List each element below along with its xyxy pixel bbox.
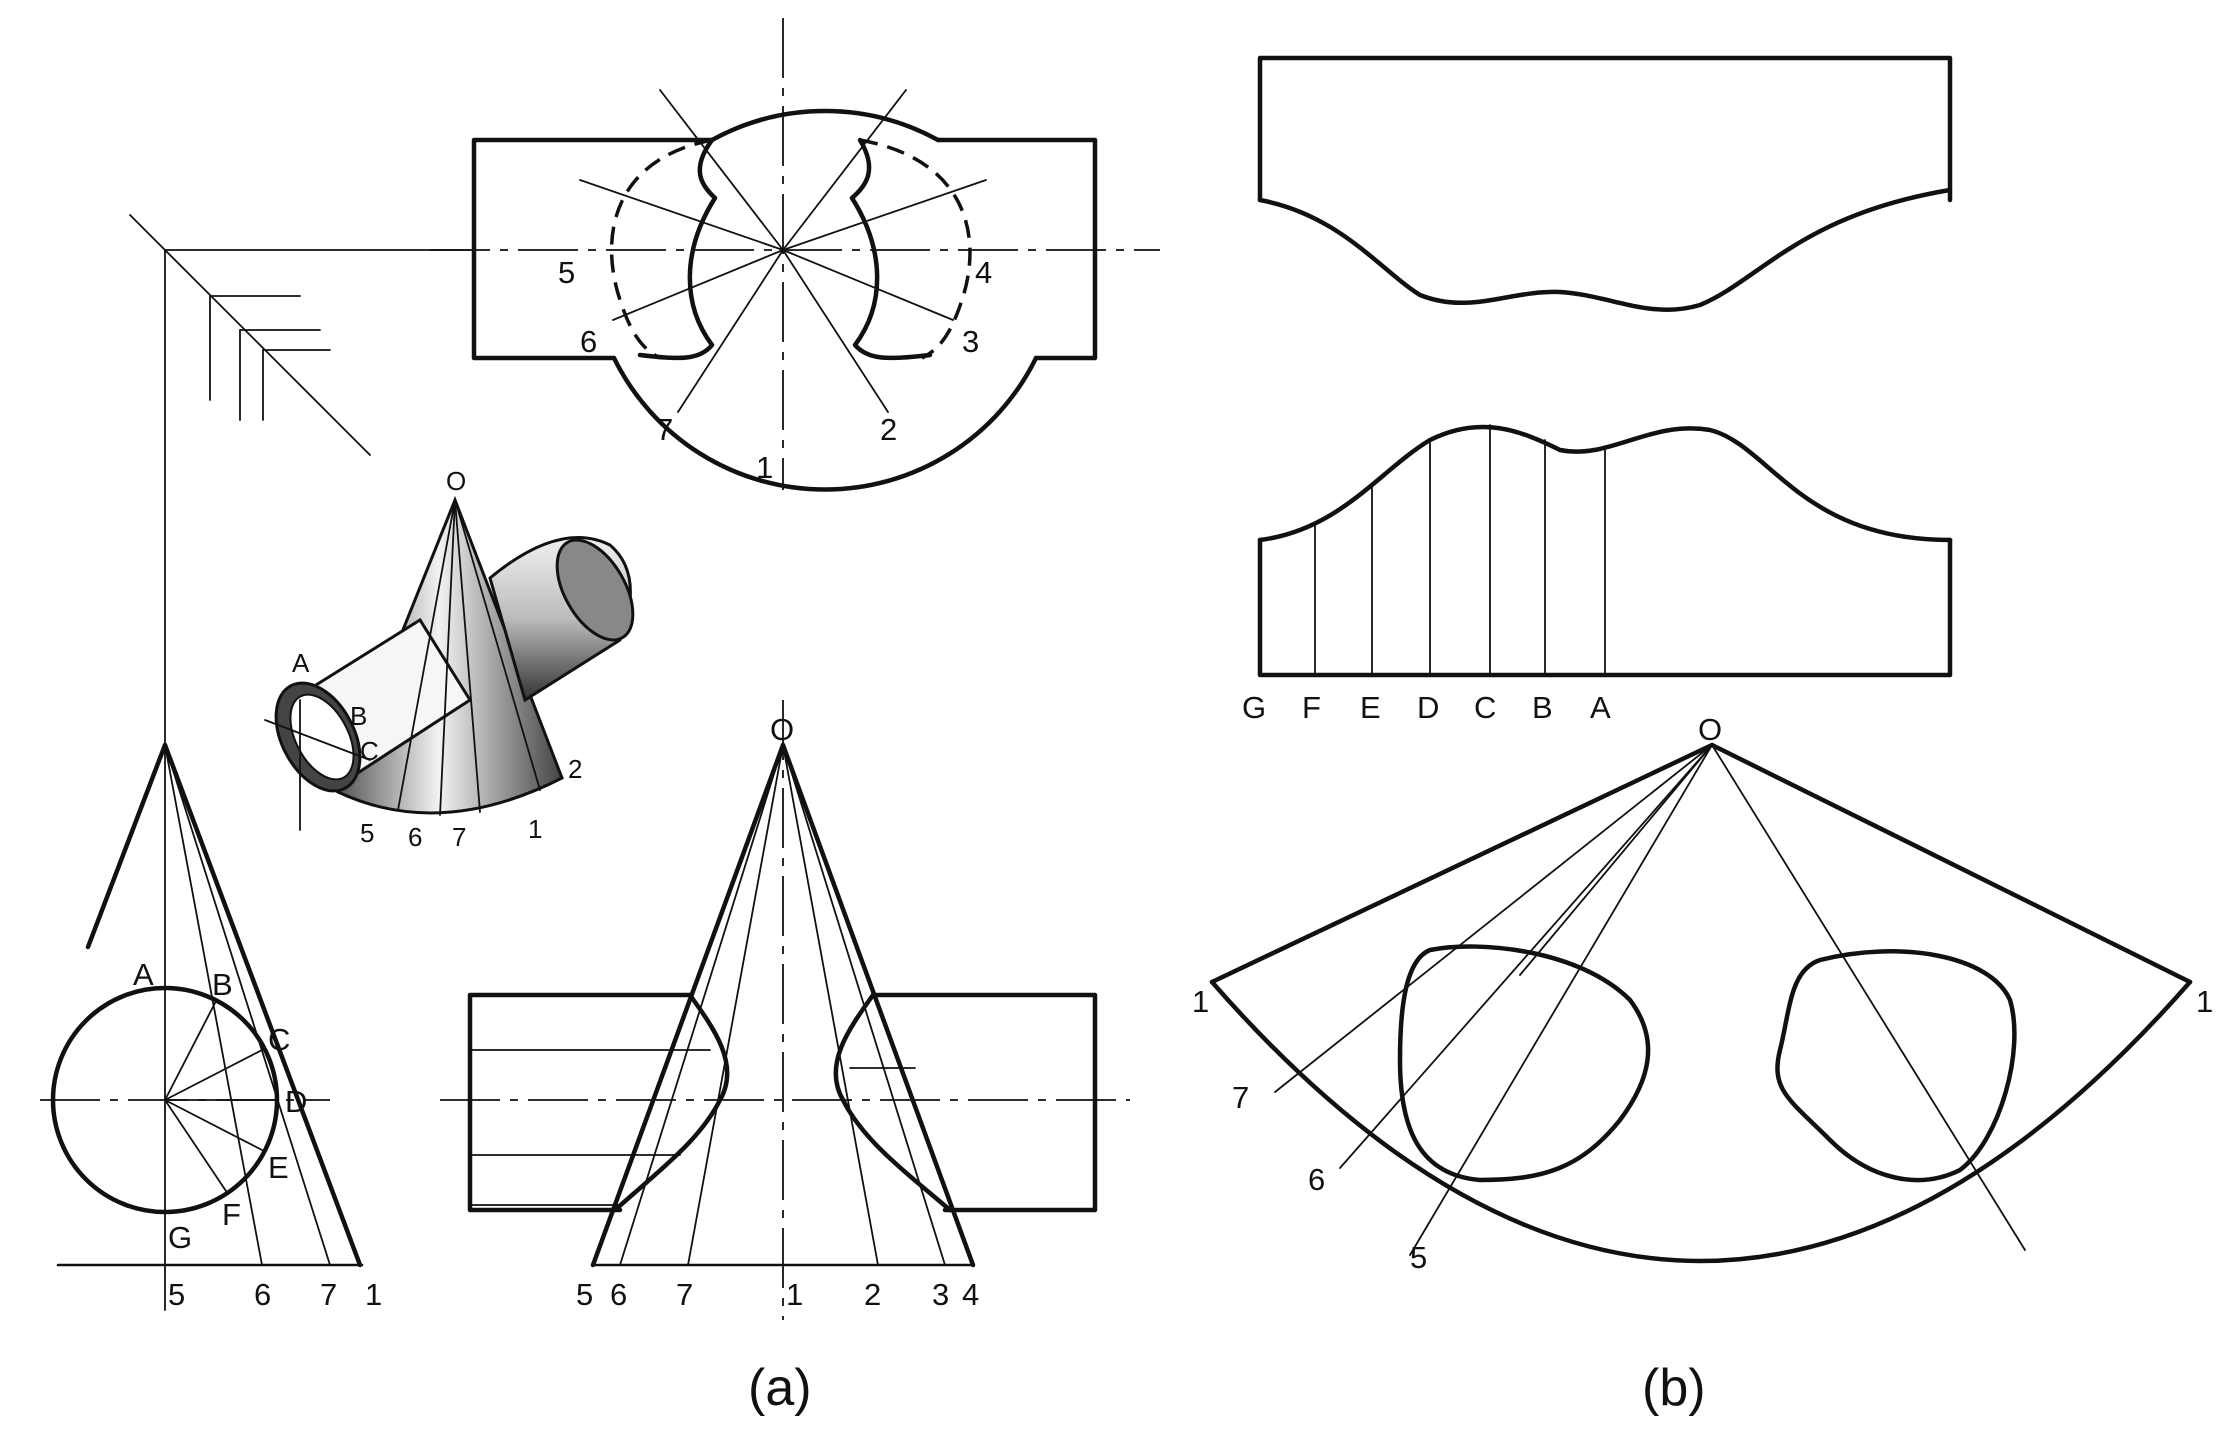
pictorial-label-C: C <box>360 736 379 766</box>
cone-development: O 1 7 6 5 1 <box>1192 712 2213 1275</box>
top-label-1: 1 <box>756 450 773 485</box>
cyl-label-C: C <box>1474 690 1496 725</box>
front-label-6: 6 <box>610 1277 627 1312</box>
front-label-7: 7 <box>676 1277 693 1312</box>
side-base-7: 7 <box>320 1277 337 1312</box>
front-label-1: 1 <box>786 1277 803 1312</box>
pictorial-label-2: 2 <box>568 754 582 784</box>
pictorial-label-O: O <box>446 466 466 496</box>
front-label-5: 5 <box>576 1277 593 1312</box>
cyl-label-A: A <box>1590 690 1611 725</box>
cyl-label-B: B <box>1532 690 1553 725</box>
pictorial-label-A: A <box>292 648 310 678</box>
dev-label-6: 6 <box>1308 1162 1325 1197</box>
front-label-3: 3 <box>932 1277 949 1312</box>
cyl-label-G: G <box>1242 690 1266 725</box>
side-point-G: G <box>168 1220 192 1255</box>
top-label-7: 7 <box>656 412 673 447</box>
side-view: A B C D E F G 5 6 7 1 <box>40 742 382 1312</box>
caption-b: (b) <box>1642 1359 1706 1417</box>
front-apex-O: O <box>770 712 794 747</box>
top-view: 5 4 6 3 7 2 1 <box>430 18 1160 492</box>
front-label-4: 4 <box>962 1277 979 1312</box>
side-point-C: C <box>268 1022 290 1057</box>
dev-label-7: 7 <box>1232 1080 1249 1115</box>
pictorial-label-5: 5 <box>360 818 374 848</box>
side-base-1: 1 <box>365 1277 382 1312</box>
front-label-2: 2 <box>864 1277 881 1312</box>
dev-label-1-right: 1 <box>2196 984 2213 1019</box>
top-label-5: 5 <box>558 255 575 290</box>
pictorial-label-7: 7 <box>452 822 466 852</box>
front-view: O 5 6 7 1 2 3 4 <box>440 700 1130 1320</box>
caption-a: (a) <box>748 1359 812 1417</box>
top-label-6: 6 <box>580 324 597 359</box>
dev-label-1-left: 1 <box>1192 984 1209 1019</box>
side-point-F: F <box>222 1197 241 1232</box>
dev-label-5: 5 <box>1410 1240 1427 1275</box>
dev-apex-O: O <box>1698 712 1722 747</box>
pictorial-label-6: 6 <box>408 822 422 852</box>
side-point-A: A <box>133 957 154 992</box>
side-point-B: B <box>212 967 233 1002</box>
cyl-label-D: D <box>1417 690 1439 725</box>
cyl-label-F: F <box>1302 690 1321 725</box>
pictorial-view: O A B C 5 6 7 1 2 <box>264 466 635 852</box>
top-label-4: 4 <box>975 255 992 290</box>
top-label-2: 2 <box>880 412 897 447</box>
top-label-3: 3 <box>962 324 979 359</box>
cyl-label-E: E <box>1360 690 1381 725</box>
side-base-5: 5 <box>168 1277 185 1312</box>
cylinder-development: G F E D C B A <box>1242 55 1953 725</box>
pictorial-label-B: B <box>350 701 367 731</box>
side-base-6: 6 <box>254 1277 271 1312</box>
side-point-E: E <box>268 1150 289 1185</box>
projection-lines <box>129 214 471 1311</box>
side-point-D: D <box>285 1084 307 1119</box>
pictorial-label-1: 1 <box>528 814 542 844</box>
